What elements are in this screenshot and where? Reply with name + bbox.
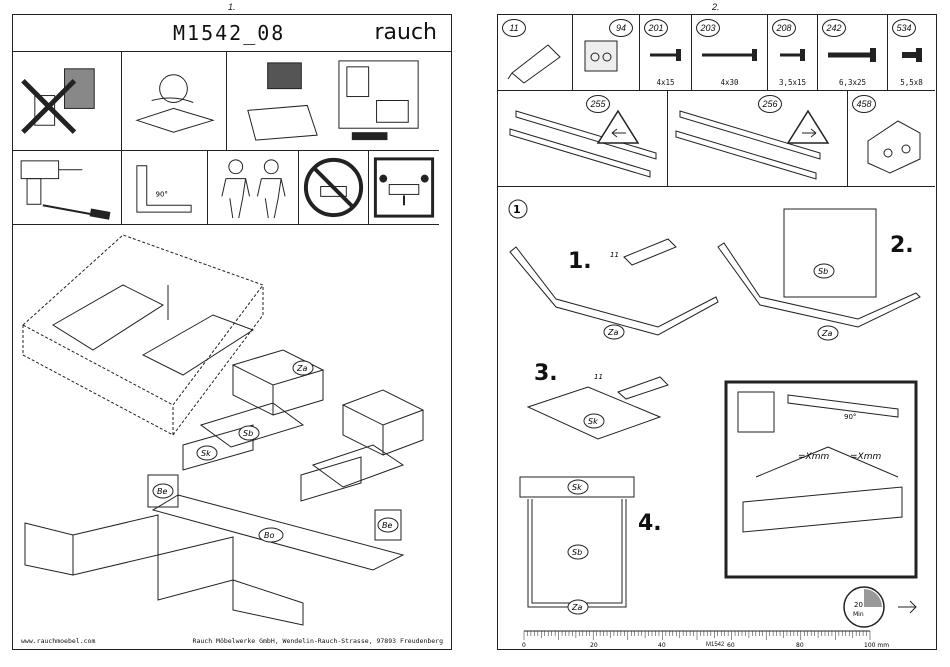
hardware-534-screw: 534 5,5x8 xyxy=(888,15,935,91)
glue-label-1: 11 xyxy=(610,251,619,259)
part-label-za: Za xyxy=(296,364,307,373)
part-label-sk: Sk xyxy=(201,449,211,458)
ruler-model: M1542 xyxy=(706,642,724,648)
read-manual-icon xyxy=(122,51,227,151)
angle-label: 90° xyxy=(156,190,168,198)
svg-text:60: 60 xyxy=(727,642,735,649)
step-1-label: 1. xyxy=(568,249,592,274)
instruction-page-2: 11 94 201 4x15 203 4x30 208 3,5x15 242 6… xyxy=(497,14,937,650)
part-label-sk-step4: Sk xyxy=(572,483,582,492)
no-drag-prohibition-icon xyxy=(299,151,369,225)
instruction-page-1: M1542_08 rauch 90° xyxy=(12,14,452,650)
model-number: M1542_08 xyxy=(173,21,285,45)
part-label-bo: Bo xyxy=(264,531,274,540)
section-number: 1 xyxy=(513,203,521,216)
part-label-sk-step3: Sk xyxy=(588,417,598,426)
part-label-sb: Sb xyxy=(243,429,253,438)
step-2-label: 2. xyxy=(890,233,914,258)
measure-label-1: =Xmm xyxy=(798,452,829,462)
website: www.rauchmoebel.com xyxy=(21,637,95,645)
page-number: 2. xyxy=(712,2,720,12)
measure-label-2: =Xmm xyxy=(850,452,881,462)
two-people-icon xyxy=(208,151,299,225)
timer-unit: Min xyxy=(853,611,864,618)
sort-parts-icon xyxy=(227,51,439,151)
angle-label-2: 90° xyxy=(844,413,856,421)
hardware-242-screw: 242 6,3x25 xyxy=(818,15,888,91)
glue-label-3: 11 xyxy=(594,373,603,381)
part-label-za-step4: Za xyxy=(571,603,582,612)
hardware-11-glue: 11 xyxy=(498,15,573,91)
step-3-label: 3. xyxy=(534,361,558,386)
hardware-201-screw: 201 4x15 xyxy=(640,15,692,91)
hardware-208-screw: 208 3,5x15 xyxy=(768,15,818,91)
svg-text:20: 20 xyxy=(590,642,598,649)
drawer-rail-right-256: 256 xyxy=(668,91,848,187)
part-label-sb-step2: Sb xyxy=(818,267,828,276)
hardware-94-connector: 94 xyxy=(573,15,640,91)
square-tool-icon: 90° xyxy=(122,151,208,225)
drawer-rail-left-255: 255 xyxy=(498,91,668,187)
part-label-za-step2: Za xyxy=(821,329,832,338)
svg-text:0: 0 xyxy=(522,642,526,649)
page-number: 1. xyxy=(228,2,236,12)
header: M1542_08 rauch xyxy=(13,15,451,52)
lift-together-icon xyxy=(369,151,439,225)
part-label-be-2: Be xyxy=(382,521,392,530)
company-address: Rauch Möbelwerke GmbH, Wendelin-Rauch-St… xyxy=(193,637,443,645)
part-label-sb-step4: Sb xyxy=(572,548,582,557)
timer-value: 20 xyxy=(854,601,863,609)
svg-text:100 mm: 100 mm xyxy=(864,642,889,649)
svg-text:80: 80 xyxy=(796,642,804,649)
measurement-detail-box xyxy=(726,382,916,577)
corner-bracket-458: 458 xyxy=(848,91,935,187)
part-label-be: Be xyxy=(157,487,167,496)
hardware-203-screw: 203 4x30 xyxy=(692,15,768,91)
assembly-section: 1 11 11 Za Sb Za Sk Sk Sb Za xyxy=(498,187,935,647)
exploded-assembly-drawing: Za Sb Sk Be Bo Be xyxy=(13,225,439,633)
drill-screwdriver-icon xyxy=(13,151,122,225)
step-4-label: 4. xyxy=(638,511,662,536)
part-label-za-step1: Za xyxy=(607,328,618,337)
brand-logo: rauch xyxy=(374,20,437,45)
dont-discard-manual-icon xyxy=(13,51,122,151)
svg-text:40: 40 xyxy=(658,642,666,649)
